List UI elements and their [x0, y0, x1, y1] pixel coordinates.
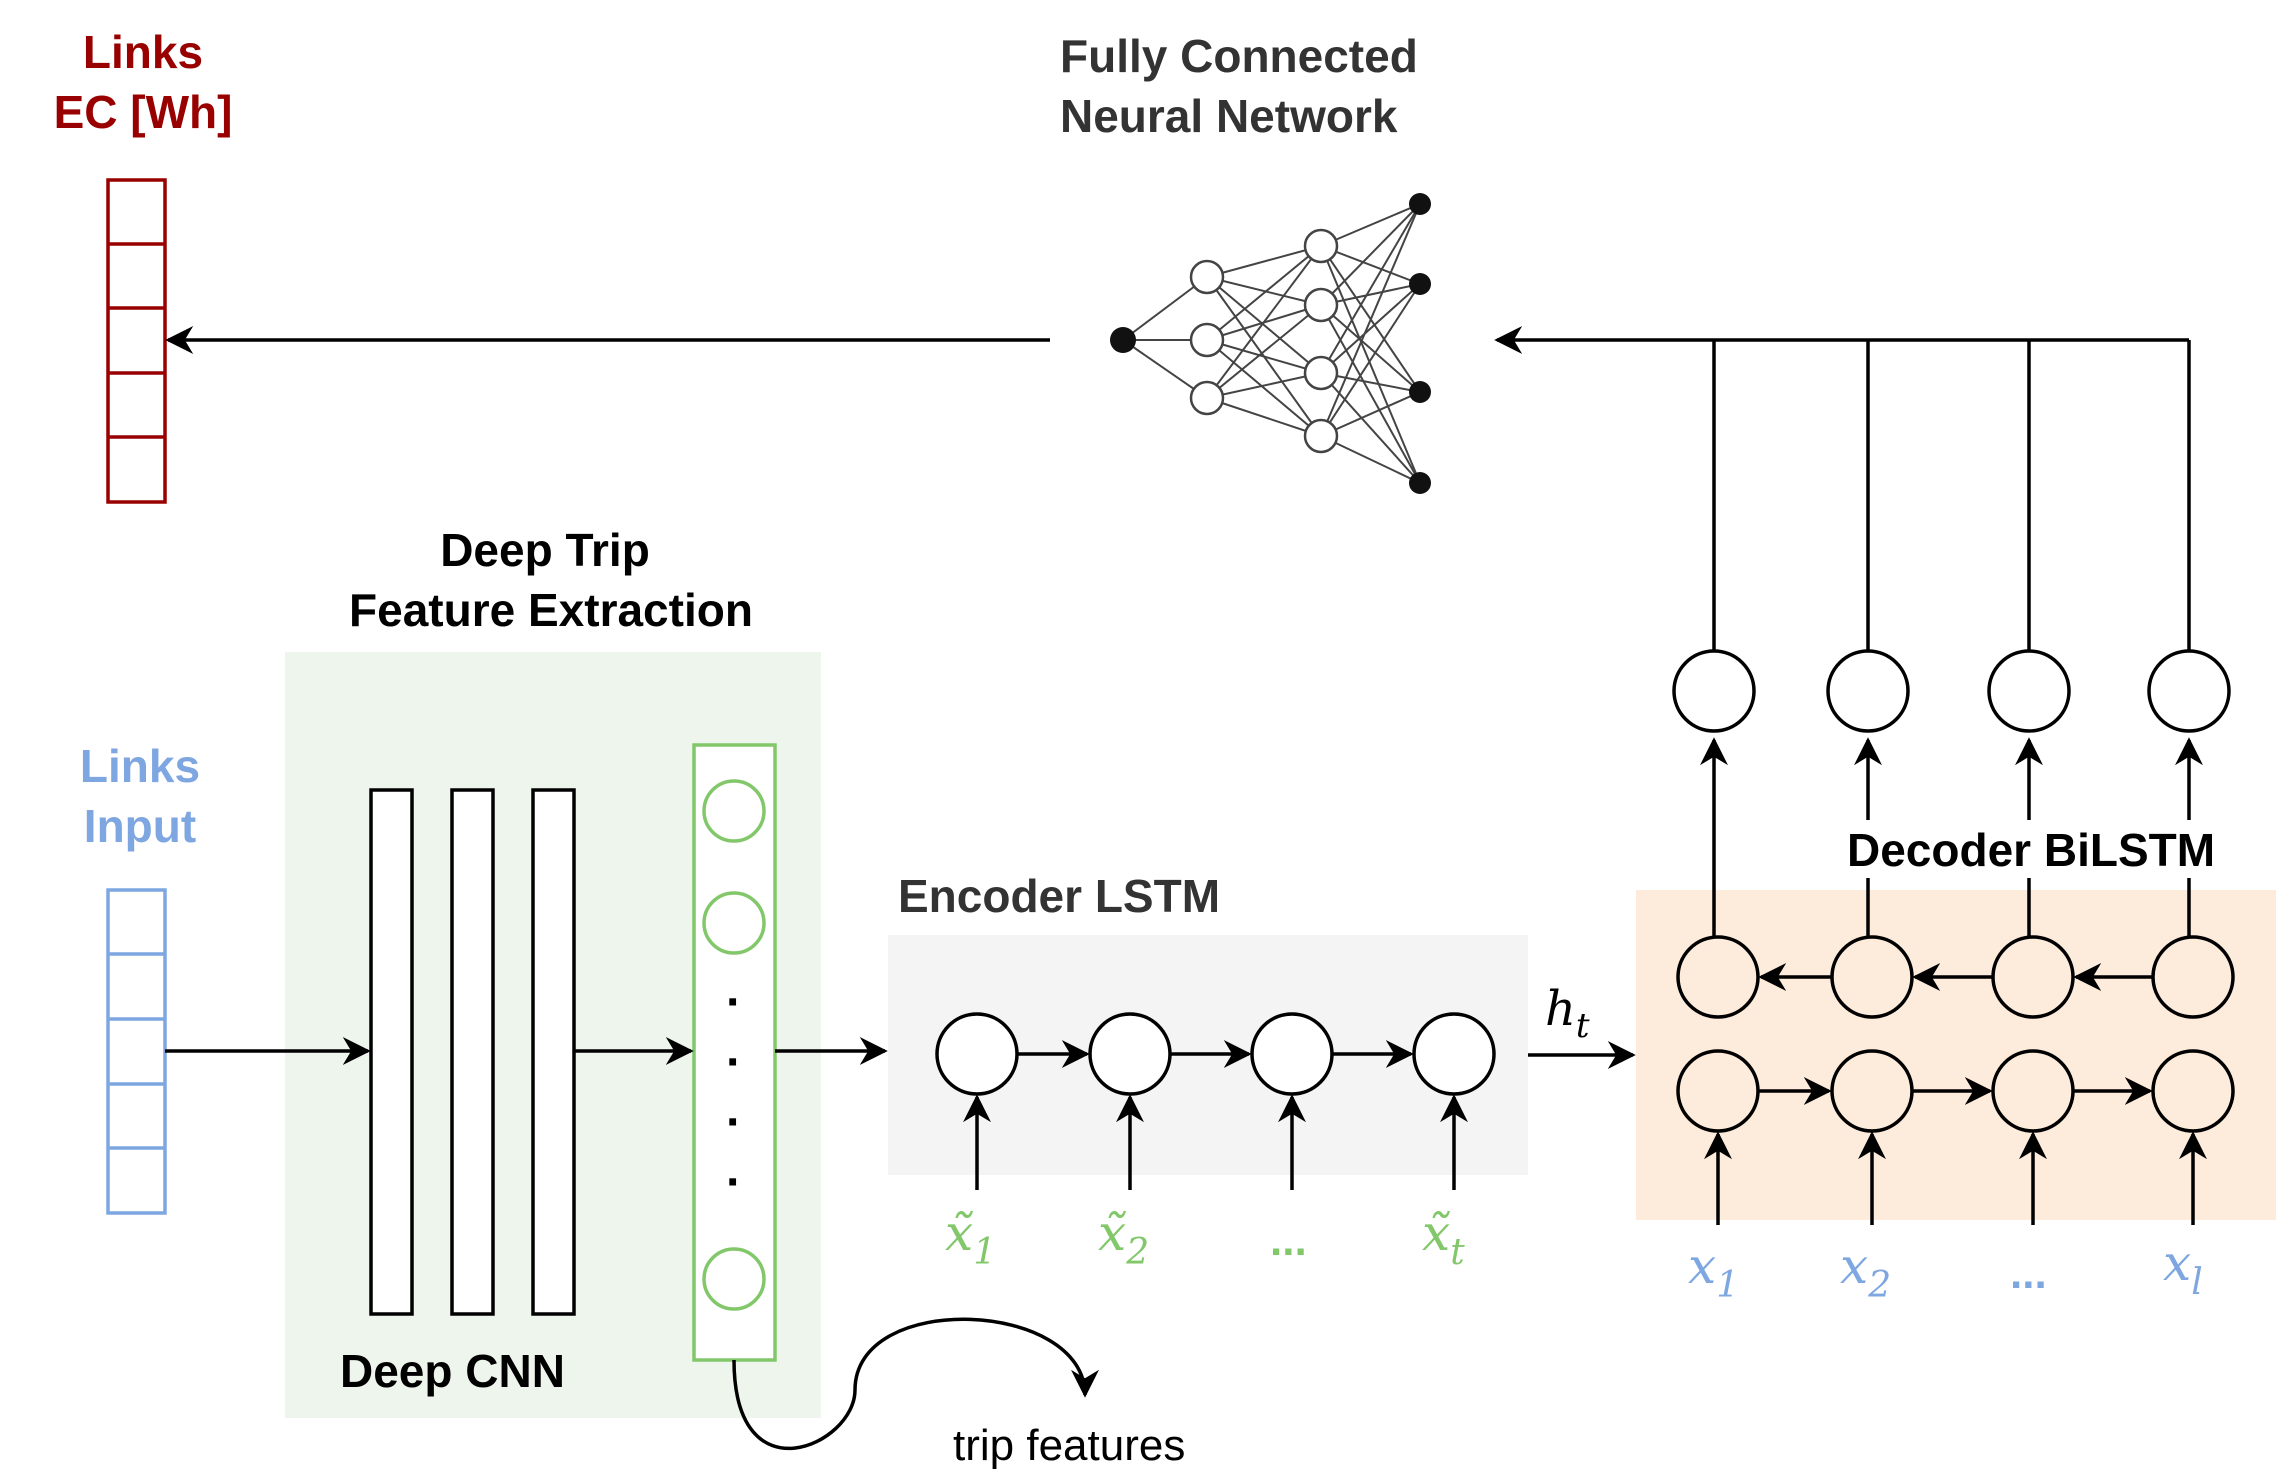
decoder-backward-cells [1676, 935, 2235, 1019]
backward-cell-4 [2151, 935, 2235, 1019]
output-node-3 [1987, 649, 2071, 733]
encoder-cell-1 [935, 1012, 1019, 1096]
encoder-input-3: ... [1270, 1216, 1307, 1265]
fcnn-output-layer [1409, 193, 1431, 494]
fcnn-title-line2: Neural Network [1060, 90, 1398, 142]
cnn-layer-1 [369, 788, 414, 1316]
decoder-title-backdrop [1840, 820, 2276, 878]
feature-dot-2: · [726, 1036, 742, 1089]
feature-extraction-title-line2: Feature Extraction [349, 584, 753, 636]
backward-cell-2 [1830, 935, 1914, 1019]
backward-cell-1 [1676, 935, 1760, 1019]
decoder-output-nodes [1672, 649, 2231, 733]
feature-node-2 [702, 891, 766, 955]
fcnn-hidden-layer-2 [1303, 228, 1339, 454]
feature-node-1 [702, 779, 766, 843]
fcnn-input-node [1110, 327, 1136, 353]
links-input-vector [106, 888, 167, 1215]
feature-dot-4: · [726, 1156, 742, 1209]
links-ec-label-line1: Links [83, 26, 203, 78]
feature-dot-3: · [726, 1096, 742, 1149]
decoder-forward-cells [1676, 1049, 2235, 1133]
trip-features-curve [732, 1317, 1099, 1451]
links-ec-label-line2: EC [Wh] [54, 86, 233, 138]
encoder-cell-2 [1088, 1012, 1172, 1096]
output-node-1 [1672, 649, 1756, 733]
fcnn-hidden-layer-1 [1189, 259, 1225, 416]
links-ec-vector [106, 178, 167, 504]
forward-cell-4 [2151, 1049, 2235, 1133]
encoder-cells [935, 1012, 1496, 1096]
fcnn-title-line1: Fully Connected [1060, 30, 1418, 82]
output-node-2 [1826, 649, 1910, 733]
links-input-label-line2: Input [84, 800, 196, 852]
decoder-input-2: x2 [1840, 1237, 1891, 1306]
encoder-input-2: x̃2 [1098, 1204, 1149, 1273]
links-input-label-line1: Links [80, 740, 200, 792]
encoder-lstm-title: Encoder LSTM [898, 870, 1220, 922]
forward-cell-1 [1676, 1049, 1760, 1133]
encoder-input-1: x̃1 [945, 1204, 996, 1273]
fcnn-icon [1110, 193, 1431, 494]
decoder-input-3: ... [2010, 1249, 2047, 1298]
backward-cell-3 [1991, 935, 2075, 1019]
encoder-input-4: x̃t [1422, 1204, 1465, 1273]
decoder-input-1: x1 [1688, 1237, 1739, 1306]
trip-features-label: trip features [953, 1421, 1185, 1470]
cnn-layer-3 [531, 788, 576, 1316]
fcnn-edges [1122, 203, 1421, 484]
forward-cell-2 [1830, 1049, 1914, 1133]
feature-vector: · · · · [692, 743, 777, 1362]
deep-cnn-label: Deep CNN [340, 1345, 565, 1397]
feature-extraction-title-line1: Deep Trip [440, 524, 650, 576]
forward-cell-3 [1991, 1049, 2075, 1133]
cnn-layers [369, 788, 576, 1316]
decoder-bilstm-title-overlay: Decoder BiLSTM [1847, 824, 2215, 876]
feature-dot-1: · [726, 976, 742, 1029]
encoder-cell-4 [1412, 1012, 1496, 1096]
hidden-state-label: ht [1545, 981, 1590, 1046]
encoder-cell-3 [1250, 1012, 1334, 1096]
feature-node-n [702, 1247, 766, 1311]
decoder-input-4: xl [2163, 1234, 2203, 1303]
output-node-4 [2147, 649, 2231, 733]
cnn-layer-2 [450, 788, 495, 1316]
